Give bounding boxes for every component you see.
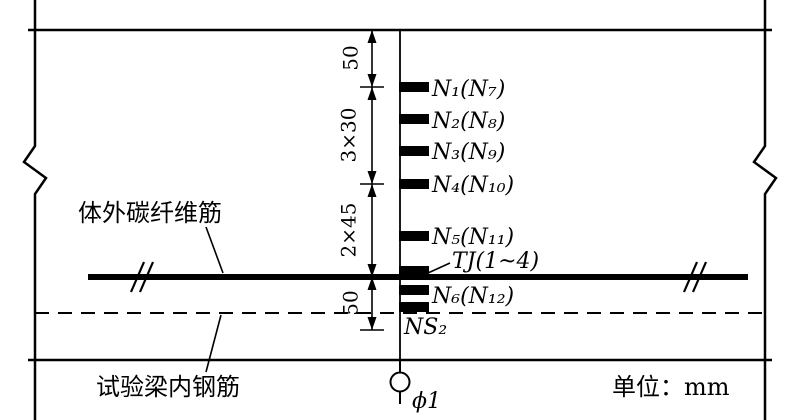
tendon-break-mark-left-icon	[138, 261, 155, 293]
tendon-break-mark-left-icon	[129, 261, 146, 293]
dimension-arrow-up-icon	[367, 277, 377, 290]
gauge-label-n3: N₃(N₉)	[431, 140, 505, 165]
strain-gauge-tj	[399, 266, 429, 278]
strain-gauge-n1	[399, 82, 429, 92]
strain-gauge-n5	[399, 231, 429, 241]
tendon-break-mark-right-icon	[691, 261, 708, 293]
tj-leader-line	[427, 262, 451, 274]
dim-label-50-top: 50	[339, 45, 363, 70]
gauge-label-n2: N₂(N₈)	[431, 109, 505, 134]
dimension-arrow-down-icon	[367, 74, 377, 87]
tendon-leader-line	[205, 226, 224, 274]
dim-label-50-bottom: 50	[339, 290, 363, 315]
gauge-label-n4: N₄(N₁₀)	[431, 173, 514, 198]
section-mark-circle-icon	[389, 371, 411, 393]
dim-label-2x45: 2×45	[337, 203, 361, 258]
strain-gauge-n2	[399, 114, 429, 124]
rebar-leader-line	[205, 314, 222, 373]
rebar-label: 试验梁内钢筋	[96, 373, 240, 401]
gauge-label-ns2: NS₂	[403, 315, 447, 340]
strain-gauge-n6	[399, 285, 429, 295]
unit-note: 单位：mm	[612, 373, 730, 401]
strain-gauge-n3	[399, 146, 429, 156]
tendon-break-mark-right-icon	[682, 261, 699, 293]
gauge-label-n6: N₆(N₁₂)	[431, 284, 514, 309]
dimension-arrow-up-icon	[367, 30, 377, 43]
strain-gauge-ns2	[399, 302, 429, 312]
dim-label-3x30: 3×30	[337, 108, 361, 163]
tendon-label: 体外碳纤维筋	[78, 199, 222, 227]
gauge-label-tj: TJ(1~4)	[452, 249, 539, 274]
strain-gauge-n4	[399, 179, 429, 189]
dimension-arrow-down-icon	[367, 317, 377, 330]
beam-right-edge-with-break	[752, 0, 778, 420]
beam-left-edge-with-break	[22, 0, 48, 420]
section-label: ϕ1	[412, 389, 441, 414]
gauge-label-n5: N₅(N₁₁)	[431, 225, 514, 250]
gauge-label-n1: N₁(N₇)	[431, 77, 505, 102]
dimension-arrow-up-icon	[367, 184, 377, 197]
dimension-arrow-down-icon	[367, 171, 377, 184]
dimension-arrow-down-icon	[367, 264, 377, 277]
dimension-arrow-up-icon	[367, 87, 377, 100]
